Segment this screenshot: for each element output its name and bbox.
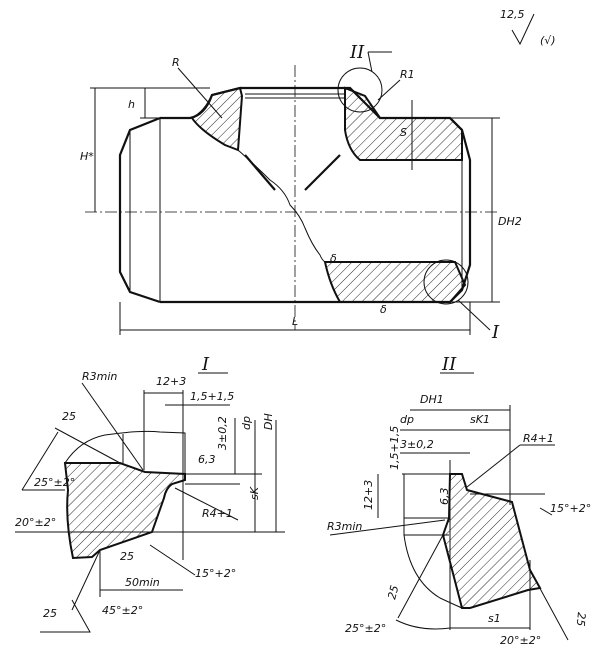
detail-I-sK: sK (248, 486, 261, 500)
detail-I-DH: DH (262, 413, 275, 430)
detail-II-DH1: DH1 (420, 393, 444, 406)
detail-II-dim-1-5: 1,5+1,5 (388, 426, 401, 470)
nozzle-wall-left-section (190, 86, 244, 152)
diameter-DH2: DH2 (498, 215, 522, 228)
radius-R: R (172, 56, 180, 69)
weld-mark-bottom: δ (380, 303, 387, 316)
detail-II-dp: dp (400, 413, 414, 426)
detail-I-roughness-6-3: 6,3 (198, 453, 216, 466)
detail-II-angle-15: 15°+2° (550, 502, 591, 515)
dim-H: H* (80, 150, 94, 163)
detail-II-R4: R4+1 (523, 432, 554, 445)
detail-II-25-left: 25 (385, 584, 401, 601)
detail-II-s1: s1 (488, 612, 501, 625)
detail-I-50min: 50min (125, 576, 160, 589)
detail-II-angle-20: 20°±2° (500, 634, 541, 647)
detail-I-R3min: R3min (82, 370, 117, 383)
detail-I: I 12+3 1,5+1,5 R3min 3±0,2 dp DH 6,3 sK … (15, 354, 285, 633)
detail-II-sK1: sK1 (470, 413, 490, 426)
detail-I-25-top: 25 (62, 410, 76, 423)
detail-I-25-sign: 25 (43, 607, 57, 620)
detail-I-R4: R4+1 (202, 507, 233, 520)
detail-I-angle-20: 20°±2° (15, 516, 56, 529)
nozzle-wall-right-section (344, 86, 463, 161)
detail-II-25-right: 25 (574, 612, 588, 627)
detail-I-section (63, 462, 186, 560)
detail-II-angle-25: 25°±2° (345, 622, 386, 635)
detail-I-angle-45: 45°±2° (102, 604, 143, 617)
weld-mark-top: δ (330, 252, 337, 265)
detail-I-angle-25: 25°±2° (34, 476, 75, 489)
detail-ref-II: II (349, 42, 365, 63)
detail-II-dim-3: 3±0,2 (400, 438, 434, 451)
detail-I-dim-3: 3±0,2 (216, 416, 229, 450)
radius-R1: R1 (400, 68, 415, 81)
roughness-symbol: 12,5 (√) (500, 8, 556, 47)
detail-II-section (441, 473, 542, 609)
detail-I-dim-1-5: 1,5+1,5 (190, 390, 234, 403)
detail-II-dim-12: 12+3 (362, 480, 375, 510)
detail-II-R3min: R3min (327, 520, 362, 533)
detail-II: II DH1 dp sK1 3±0,2 1,5+1,5 12+3 6,3 R4+… (327, 354, 591, 647)
detail-I-dim-12: 12+3 (156, 375, 186, 388)
detail-II-title: II (441, 354, 457, 375)
main-view: H* h R II R1 S DH2 I L δ δ (80, 42, 522, 343)
roughness-value: 12,5 (500, 8, 525, 21)
body-wall-section (323, 261, 467, 303)
detail-ref-I: I (491, 322, 500, 343)
roughness-other: (√) (540, 34, 556, 47)
detail-I-title: I (201, 354, 210, 375)
length-L: L (292, 315, 298, 328)
detail-II-roughness-6-3: 6,3 (438, 488, 451, 506)
wall-s: S (400, 126, 407, 139)
detail-I-25-bottom: 25 (120, 550, 134, 563)
dim-h: h (128, 98, 135, 111)
detail-I-dp: dp (240, 416, 253, 430)
detail-I-angle-15: 15°+2° (195, 567, 236, 580)
